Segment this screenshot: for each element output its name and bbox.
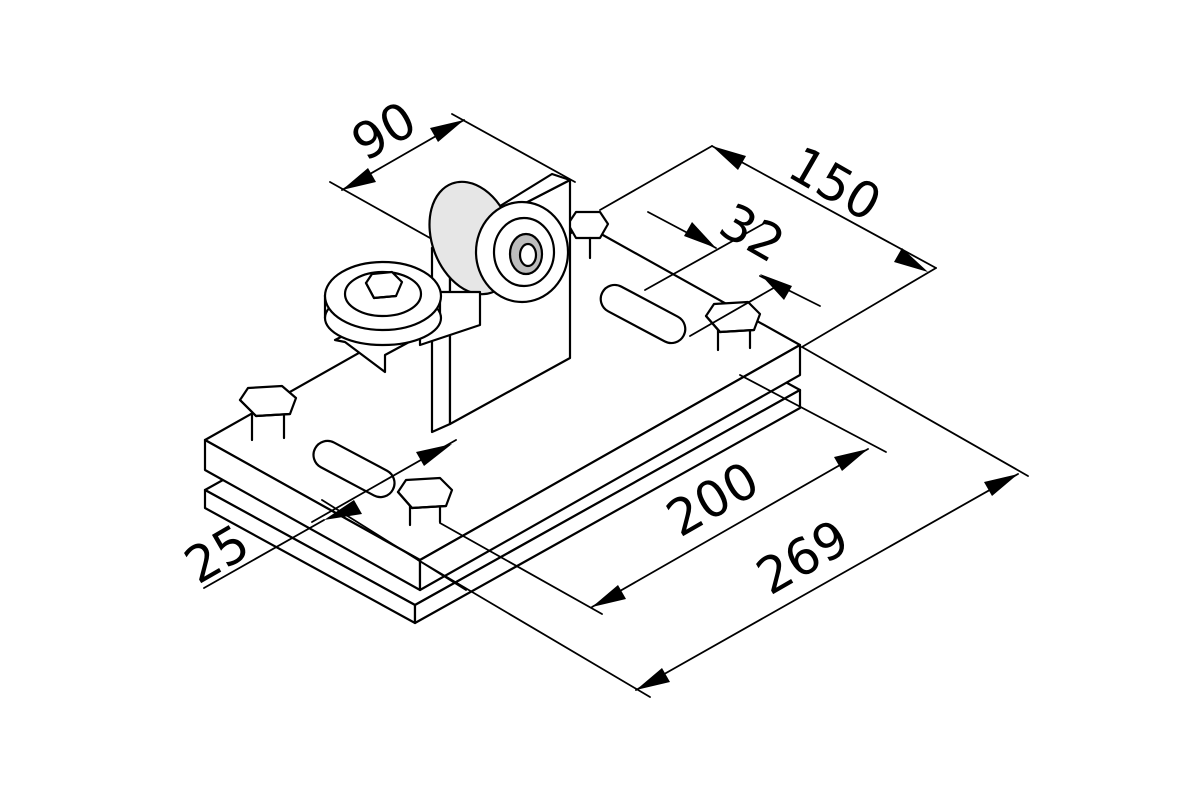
dimension-label-150: 150 — [779, 135, 891, 233]
dimension-label-32: 32 — [710, 192, 794, 274]
bolt-left — [238, 384, 298, 442]
main-wheel — [428, 180, 570, 304]
bolt-back — [566, 210, 610, 260]
guide-roller — [323, 260, 482, 374]
slot-front — [312, 439, 396, 499]
dimension-label-269: 269 — [747, 508, 859, 606]
bolt-front — [396, 476, 454, 527]
slot-back — [599, 283, 687, 345]
dimension-label-90: 90 — [342, 90, 426, 172]
bolt-right — [704, 300, 762, 352]
